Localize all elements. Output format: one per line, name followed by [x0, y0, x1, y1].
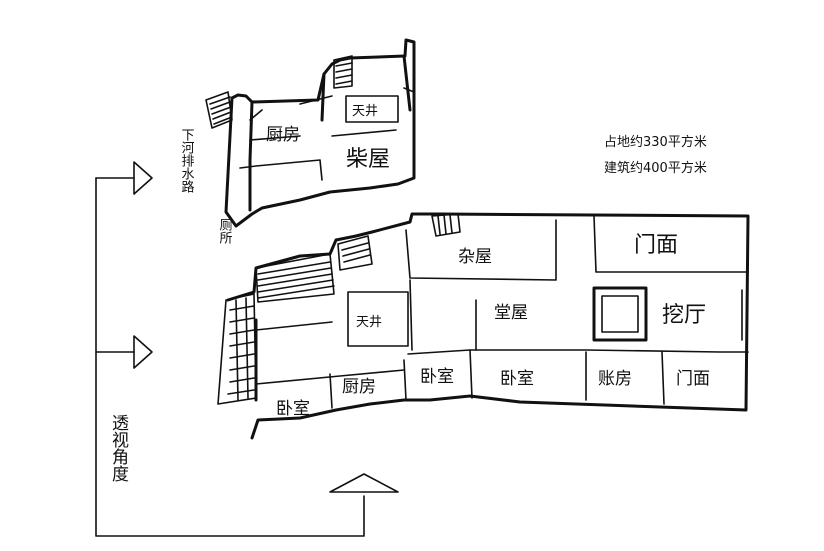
upper-building-outline — [224, 38, 416, 228]
room-label-misc-room: 杂屋 — [458, 247, 492, 267]
annotation-building-area: 建筑约400平方米 — [604, 160, 707, 176]
room-label-kitchen-top: 厨房 — [266, 125, 300, 145]
annotation-land-area: 占地约330平方米 — [604, 134, 707, 150]
room-label-hall: 堂屋 — [494, 303, 528, 323]
room-label-firewood-room: 柴屋 — [346, 147, 390, 172]
room-label-courtyard-top: 天井 — [352, 104, 378, 119]
room-label-shopfront-bottom: 门面 — [676, 369, 710, 389]
room-label-bedroom-2: 卧室 — [420, 367, 454, 387]
room-label-shopfront-top: 门面 — [634, 233, 678, 258]
annotation-view-angle: 透视角度 — [108, 414, 129, 482]
upper-stair-hatching — [205, 55, 353, 129]
lower-stair-hatching — [217, 213, 461, 405]
room-label-kitchen-2: 厨房 — [342, 377, 376, 397]
view-angle-indicator — [95, 161, 399, 537]
room-label-lobby: 挖厅 — [662, 303, 706, 328]
room-label-account-room: 账房 — [598, 369, 632, 389]
room-label-toilet: 厕所 — [217, 218, 233, 244]
room-label-bedroom-3: 卧室 — [500, 369, 534, 389]
upper-building-interior — [239, 87, 415, 181]
room-label-courtyard-main: 天井 — [356, 315, 382, 330]
lower-building-interior — [255, 215, 749, 409]
room-label-bedroom-1: 卧室 — [276, 399, 310, 419]
annotation-drain: 下河排水路 — [179, 128, 195, 193]
